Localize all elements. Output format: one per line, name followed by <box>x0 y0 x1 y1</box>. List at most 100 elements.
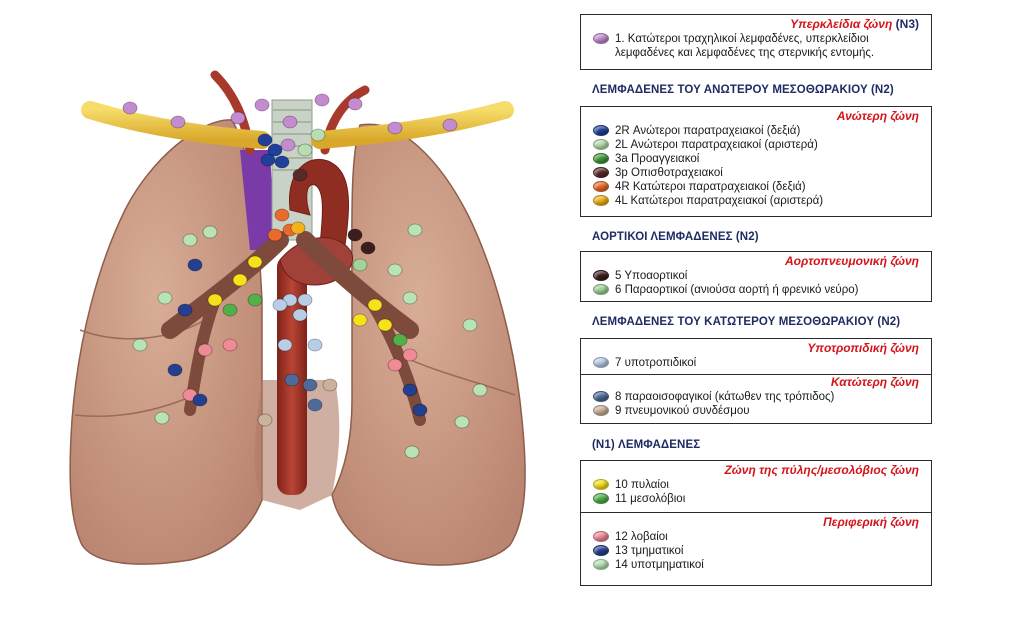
legend-item: 2R Ανώτεροι παρατραχειακοί (δεξιά) <box>581 124 931 138</box>
legend-item-text: 6 Παραορτικοί (ανιούσα αορτή ή φρενικό ν… <box>615 284 859 296</box>
legend-item: 4L Κατώτεροι παρατραχειακοί (αριστερά) <box>581 194 931 208</box>
lymph-node-icon <box>352 258 368 272</box>
lymph-node-icon <box>307 398 323 412</box>
lymph-node-icon <box>267 143 283 157</box>
lymph-node-icon <box>222 338 238 352</box>
lymph-node-color-icon <box>593 405 609 416</box>
lymph-node-icon <box>284 373 300 387</box>
lymph-node-icon <box>192 393 208 407</box>
lymph-node-icon <box>274 155 290 169</box>
lymph-node-icon <box>367 298 383 312</box>
n3-zone-tag: (N3) <box>895 17 919 31</box>
lymph-node-icon <box>387 358 403 372</box>
legend-item-text: 11 μεσολόβιοι <box>615 493 686 505</box>
legend-item-text: 14 υποτμηματικοί <box>615 559 704 571</box>
lymph-node-color-icon <box>593 195 609 206</box>
lymph-node-icon <box>157 291 173 305</box>
legend-item: 3p Οπισθοτραχειακοί <box>581 166 931 180</box>
right-lung-fissure-2 <box>74 394 196 418</box>
upper-zone-title: Ανώτερη ζώνη <box>836 109 919 123</box>
lymph-node-color-icon <box>593 391 609 402</box>
lymph-node-icon <box>290 221 306 235</box>
n3-zone-title: Υπερκλείδια ζώνη (N3) <box>581 17 931 32</box>
lymph-node-icon <box>202 225 218 239</box>
legend-item-text: 8 παραοισοφαγικοί (κάτωθεν της τρόπιδος) <box>615 391 835 403</box>
aortopulmonary-zone-title: Αορτοπνευμονική ζώνη <box>785 254 919 268</box>
lymph-node-icon <box>442 118 458 132</box>
lymph-node-icon <box>310 128 326 142</box>
lymph-node-icon <box>302 378 318 392</box>
n3-panel: Υπερκλείδια ζώνη (N3) 1. Κατώτεροι τραχη… <box>580 14 932 70</box>
legend-item-text: 2L Ανώτεροι παρατραχειακοί (αριστερά) <box>615 139 818 151</box>
lymph-node-icon <box>472 383 488 397</box>
lymph-node-icon <box>314 93 330 107</box>
lymph-node-icon <box>307 338 323 352</box>
hilar-zone-title: Ζώνη της πύλης/μεσολόβιος ζώνη <box>724 463 919 477</box>
right-lung-fissure <box>79 319 206 340</box>
legend-item-text: 4R Κατώτεροι παρατραχειακοί (δεξιά) <box>615 181 806 193</box>
lymph-node-color-icon <box>593 479 609 490</box>
legend-item: 6 Παραορτικοί (ανιούσα αορτή ή φρενικό ν… <box>581 283 931 297</box>
legend-item-text: 4L Κατώτεροι παρατραχειακοί (αριστερά) <box>615 195 824 207</box>
lymph-node-color-icon <box>593 153 609 164</box>
lymph-node-icon <box>347 97 363 111</box>
lymph-node-color-icon <box>593 284 609 295</box>
lymph-node-icon <box>402 291 418 305</box>
lymph-node-icon <box>182 233 198 247</box>
lymph-node-icon <box>377 318 393 332</box>
aortic-heading: ΑΟΡΤΙΚΟΙ ΛΕΜΦΑΔΕΝΕΣ (N2) <box>592 231 759 243</box>
lymph-node-icon <box>207 293 223 307</box>
lymph-node-icon <box>404 445 420 459</box>
lymph-nodes-group <box>122 93 488 459</box>
upper-zone-panel: Ανώτερη ζώνη 2R Ανώτεροι παρατραχειακοί … <box>580 106 932 217</box>
legend-item-text: 2R Ανώτεροι παρατραχειακοί (δεξιά) <box>615 125 801 137</box>
legend-item: 5 Υποαορτικοί <box>581 269 931 283</box>
lower-zone-items: 8 παραοισοφαγικοί (κάτωθεν της τρόπιδος)… <box>581 390 931 418</box>
lymph-node-color-icon <box>593 559 609 570</box>
lymph-node-icon <box>297 143 313 157</box>
lower-zone-title: Κατώτερη ζώνη <box>830 375 919 389</box>
lung-lymph-node-illustration <box>69 70 526 566</box>
lymph-node-icon <box>187 258 203 272</box>
lymph-node-icon <box>177 303 193 317</box>
violet-node-icon <box>593 33 609 44</box>
lymph-node-icon <box>412 403 428 417</box>
legend-item-1: 1. Κατώτεροι τραχηλικοί λεμφαδένες, υπερ… <box>581 32 931 60</box>
lymph-node-color-icon <box>593 167 609 178</box>
lymph-node-icon <box>282 115 298 129</box>
lymph-node-icon <box>322 378 338 392</box>
n1-heading: (N1) ΛΕΜΦΑΔΕΝΕΣ <box>592 439 701 451</box>
legend-item: 7 υποτροπιδικοί <box>581 356 931 370</box>
lymph-node-icon <box>167 363 183 377</box>
subcarinal-items: 7 υποτροπιδικοί <box>581 356 931 370</box>
lymph-node-icon <box>272 298 288 312</box>
lymph-node-icon <box>257 413 273 427</box>
zone-divider <box>581 512 931 513</box>
lymph-node-icon <box>170 115 186 129</box>
lymph-node-icon <box>247 293 263 307</box>
legend-item: 10 πυλαίοι <box>581 478 931 492</box>
lymph-node-icon <box>197 343 213 357</box>
left-clavicle <box>311 101 514 149</box>
n1-panel: Ζώνη της πύλης/μεσολόβιος ζώνη 10 πυλαίο… <box>580 460 932 586</box>
legend-item-text: 12 λοβαίοι <box>615 531 668 543</box>
lymph-node-icon <box>292 308 308 322</box>
lymph-node-icon <box>260 153 276 167</box>
lymph-node-icon <box>247 255 263 269</box>
lymph-node-icon <box>132 338 148 352</box>
lymph-node-icon <box>352 313 368 327</box>
lymph-node-color-icon <box>593 181 609 192</box>
right-clavicle <box>81 101 271 149</box>
legend-item: 9 πνευμονικού συνδέσμου <box>581 404 931 418</box>
legend-item: 12 λοβαίοι <box>581 530 931 544</box>
lymph-node-icon <box>292 168 308 182</box>
peripheral-items: 12 λοβαίοι 13 τμηματικοί 14 υποτμηματικοί <box>581 530 931 572</box>
lymph-node-color-icon <box>593 139 609 150</box>
lymph-node-icon <box>267 228 283 242</box>
lymph-node-icon <box>297 293 313 307</box>
legend-item: 13 τμηματικοί <box>581 544 931 558</box>
lymph-node-icon <box>402 383 418 397</box>
lymph-node-icon <box>387 121 403 135</box>
legend-item-text: 13 τμηματικοί <box>615 545 684 557</box>
lymph-node-icon <box>222 303 238 317</box>
